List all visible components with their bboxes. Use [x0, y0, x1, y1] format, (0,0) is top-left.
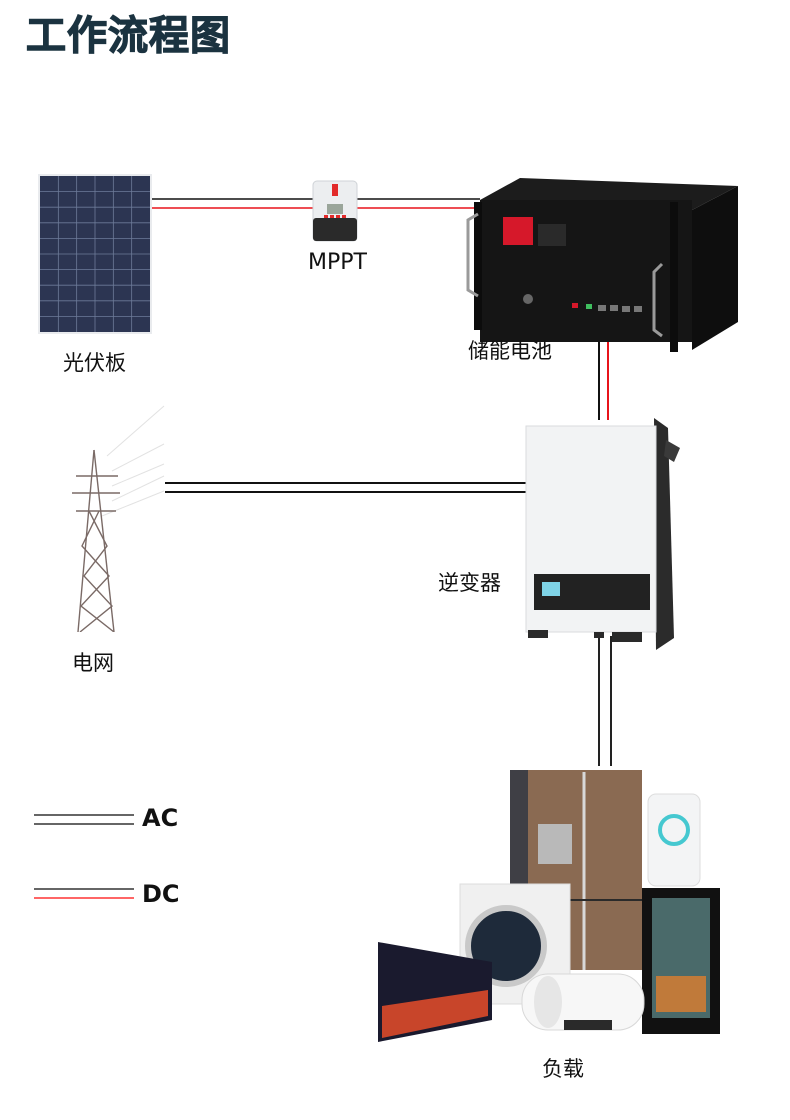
mppt-label: MPPT	[308, 250, 367, 275]
solar-panel-icon	[38, 174, 152, 334]
legend-ac-label: AC	[142, 804, 179, 832]
load-label: 负载	[542, 1057, 584, 1081]
inverter-label: 逆变器	[438, 571, 501, 595]
ac-line-sample	[34, 814, 134, 825]
appliances-icon	[376, 766, 726, 1046]
grid-label: 电网	[72, 651, 114, 675]
mppt-controller-icon	[312, 180, 358, 242]
legend-ac: AC	[34, 804, 194, 846]
legend-dc-label: DC	[142, 880, 180, 908]
solar-panel-label: 光伏板	[63, 351, 126, 375]
inverter-icon	[524, 418, 680, 650]
power-tower-icon	[62, 396, 172, 633]
battery-label: 储能电池	[468, 339, 552, 363]
page-title: 工作流程图	[25, 12, 231, 59]
battery-rack-icon	[460, 172, 740, 357]
legend-dc: DC	[34, 880, 194, 920]
dc-line-sample	[34, 888, 134, 899]
